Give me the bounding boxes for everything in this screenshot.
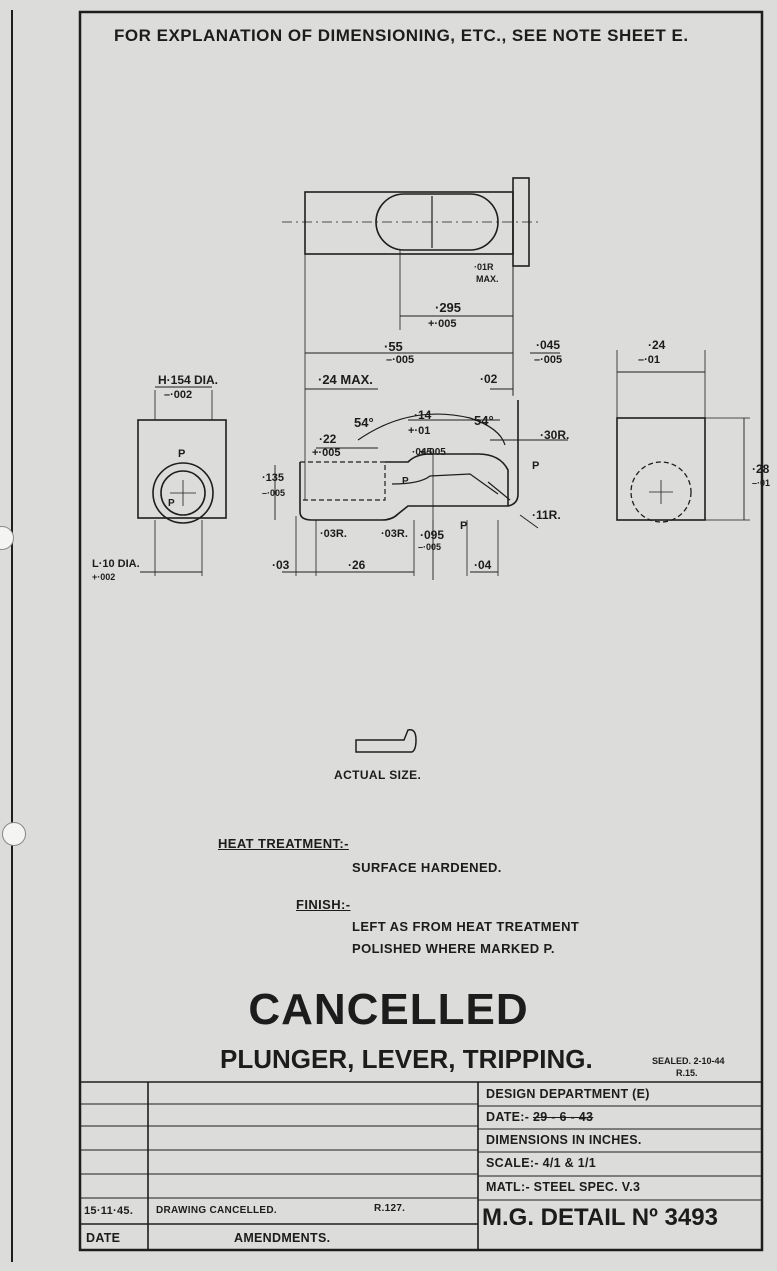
sealed-ref: R.15. xyxy=(676,1068,698,1078)
sheet-border xyxy=(78,10,764,1252)
dim-label: ·045 xyxy=(536,338,561,352)
finish-line-2: POLISHED WHERE MARKED P. xyxy=(352,941,555,956)
amendment-text: DRAWING CANCELLED. xyxy=(156,1205,277,1216)
right-end-view xyxy=(616,350,750,523)
scale-field: SCALE:- 4/1 & 1/1 xyxy=(486,1156,596,1170)
heat-treatment-text: SURFACE HARDENED. xyxy=(352,860,502,875)
amendments-column-heading: AMENDMENTS. xyxy=(234,1231,331,1245)
finish-heading: FINISH:- xyxy=(296,897,351,912)
dim-label: ·03R. xyxy=(381,528,408,540)
polish-mark: P xyxy=(168,498,175,509)
date-label: DATE:- xyxy=(486,1110,530,1124)
dim-label: –·01 xyxy=(752,478,771,488)
amendment-ref: R.127. xyxy=(374,1203,406,1214)
part-title: PLUNGER, LEVER, TRIPPING. xyxy=(220,1044,593,1074)
detail-number: M.G. DETAIL Nº 3493 xyxy=(482,1204,718,1231)
dim-label: ·03 xyxy=(272,558,290,572)
title-block xyxy=(80,1081,762,1250)
dim-label: ·22 xyxy=(319,432,337,446)
dim-label: ·55 xyxy=(384,339,403,354)
dim-label: ·01R xyxy=(474,262,494,272)
cancelled-stamp: CANCELLED xyxy=(248,985,529,1034)
dim-label: ·28 xyxy=(752,462,770,476)
dim-label: –·005 xyxy=(262,488,286,498)
dim-label: –·01 xyxy=(638,354,661,366)
material-field: MATL:- STEEL SPEC. V.3 xyxy=(486,1180,641,1194)
dim-label: ·295 xyxy=(435,300,462,315)
dim-label: ·24 xyxy=(648,338,666,352)
dim-label: ·03R. xyxy=(320,528,347,540)
dim-label: ·30R. xyxy=(540,428,570,442)
dim-label: ·045 xyxy=(412,447,433,458)
dim-label: +·002 xyxy=(92,572,116,582)
top-view xyxy=(282,177,540,267)
sealed-note: SEALED. 2-10-44 xyxy=(652,1056,725,1066)
extension-lines xyxy=(295,250,514,576)
dim-label: L·10 DIA. xyxy=(92,558,140,570)
polish-mark: P xyxy=(178,448,186,460)
finish-line-1: LEFT AS FROM HEAT TREATMENT xyxy=(352,919,580,934)
date-field: DATE:- 29 - 6 - 43 xyxy=(486,1110,593,1124)
dim-label: –·002 xyxy=(164,389,193,401)
dim-label: –·005 xyxy=(418,542,442,552)
dim-label: –·005 xyxy=(386,354,415,366)
dim-label: +·01 xyxy=(408,425,431,437)
dimension-lines xyxy=(274,315,568,580)
dim-label: MAX. xyxy=(476,274,499,284)
dim-label: ·02 xyxy=(480,372,498,386)
polish-mark: P xyxy=(402,476,409,487)
dim-label: ·14 xyxy=(414,408,432,422)
left-end-view xyxy=(137,386,227,576)
dim-label: 54° xyxy=(474,413,494,428)
dim-label: ·04 xyxy=(474,558,492,572)
date-value: 29 - 6 - 43 xyxy=(533,1110,594,1124)
dim-label: +·005 xyxy=(420,447,446,458)
dim-label: +·005 xyxy=(428,318,457,330)
dim-label: ·26 xyxy=(348,558,366,572)
dim-label: 54° xyxy=(354,415,374,430)
polish-mark: P xyxy=(532,460,540,472)
dimensions-note: DIMENSIONS IN INCHES. xyxy=(486,1133,642,1147)
dim-label: ·135 xyxy=(262,472,285,484)
amendment-date: 15·11·45. xyxy=(84,1205,134,1217)
heat-treatment-heading: HEAT TREATMENT:- xyxy=(218,836,349,851)
punch-hole-bottom xyxy=(2,822,26,846)
polish-mark: P xyxy=(460,520,468,532)
actual-size-label: ACTUAL SIZE. xyxy=(334,768,422,782)
dim-label: ·11R. xyxy=(532,508,561,522)
dim-label: +·005 xyxy=(312,447,341,459)
actual-size-sketch xyxy=(355,728,417,753)
dim-label: ·095 xyxy=(420,528,445,542)
dim-label: ·24 MAX. xyxy=(318,372,373,387)
header-note: FOR EXPLANATION OF DIMENSIONING, ETC., S… xyxy=(114,26,689,45)
front-view xyxy=(299,400,519,521)
date-column-heading: DATE xyxy=(86,1231,121,1245)
dim-label: H·154 DIA. xyxy=(158,373,219,387)
dim-label: –·005 xyxy=(534,354,563,366)
design-department: DESIGN DEPARTMENT (E) xyxy=(486,1087,650,1101)
